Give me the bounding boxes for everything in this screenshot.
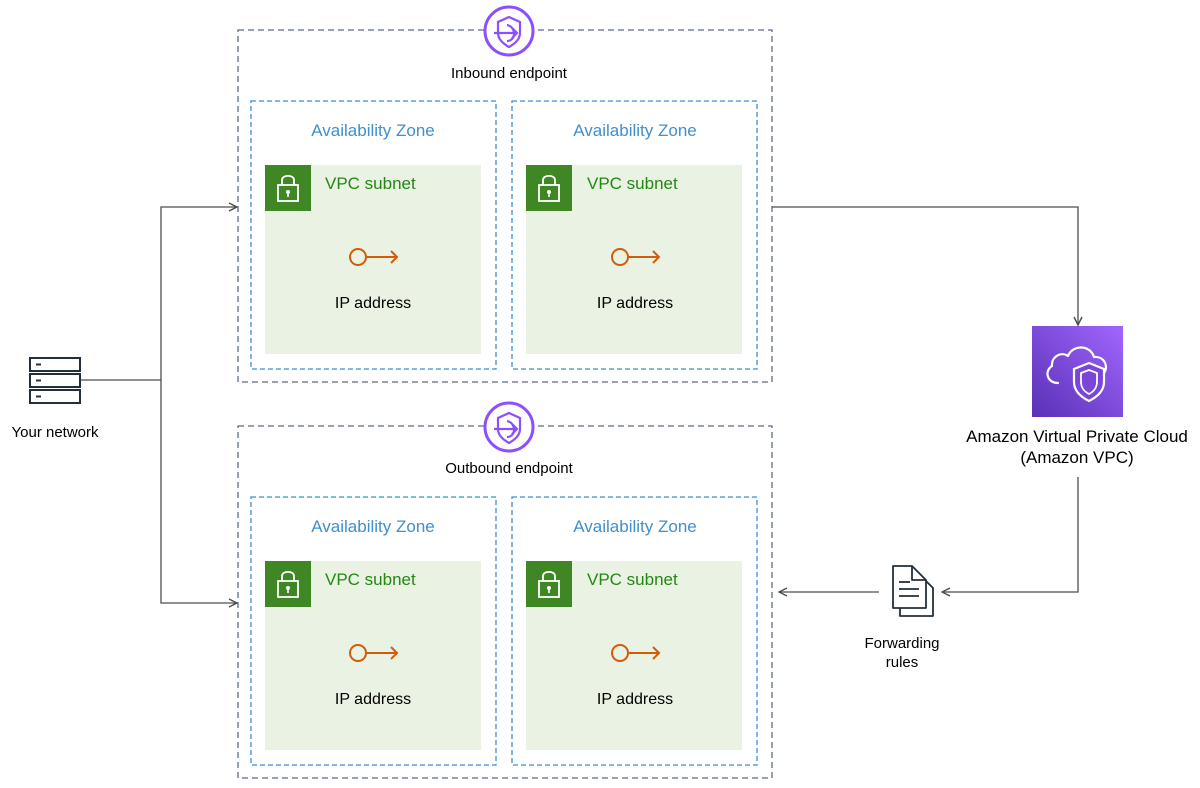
connector-network-to-inbound <box>160 207 237 380</box>
connector-network-to-outbound <box>160 380 237 603</box>
ip-address-icon <box>349 644 399 662</box>
server-icon <box>29 357 81 404</box>
your-network: Your network <box>12 357 99 441</box>
resolver-endpoint-icon <box>483 5 535 57</box>
ip-address-label: IP address <box>597 691 673 708</box>
vpc-subnet: VPC subnet IP address <box>265 561 481 750</box>
vpc-subnet: VPC subnet IP address <box>526 561 742 750</box>
vpc-subnet-label: VPC subnet <box>587 570 678 589</box>
outbound-endpoint-group: Outbound endpoint Availability Zone VPC … <box>237 401 773 779</box>
padlock-icon <box>265 561 311 607</box>
ip-address-label: IP address <box>335 691 411 708</box>
vpc-cloud-shield-icon <box>1032 326 1123 417</box>
connector-vpc-to-rules <box>942 477 1079 592</box>
ip-address-icon <box>349 248 399 266</box>
padlock-icon <box>526 561 572 607</box>
availability-zone-label: Availability Zone <box>311 121 434 140</box>
vpc-label-line-1: Amazon Virtual Private Cloud <box>966 427 1188 446</box>
vpc-label-line-2: (Amazon VPC) <box>1020 448 1133 467</box>
availability-zone-label: Availability Zone <box>311 517 434 536</box>
inbound-endpoint-boundary <box>237 29 773 383</box>
outbound-endpoint-label: Outbound endpoint <box>445 460 573 477</box>
ip-address-label: IP address <box>597 295 673 312</box>
connectors <box>80 207 1078 603</box>
outbound-endpoint-boundary <box>237 425 773 779</box>
ip-address-label: IP address <box>335 295 411 312</box>
connector-inbound-to-vpc <box>772 206 1078 325</box>
vpc-subnet-label: VPC subnet <box>587 174 678 193</box>
inbound-availability-zone-1: Availability Zone VPC subnet IP address <box>250 100 497 370</box>
ip-address-icon <box>611 644 661 662</box>
inbound-endpoint-group: Inbound endpoint Availability Zone VPC s… <box>237 5 773 383</box>
vpc-subnet-label: VPC subnet <box>325 570 416 589</box>
forwarding-rules-label-line-1: Forwarding <box>864 635 939 652</box>
vpc-subnet: VPC subnet IP address <box>526 165 742 354</box>
document-icon <box>892 565 934 617</box>
vpc-subnet-label: VPC subnet <box>325 174 416 193</box>
amazon-vpc: Amazon Virtual Private Cloud (Amazon VPC… <box>966 326 1188 467</box>
outbound-availability-zone-1: Availability Zone VPC subnet IP address <box>250 496 497 766</box>
outbound-availability-zone-2: Availability Zone VPC subnet IP address <box>511 496 758 766</box>
forwarding-rules-label-line-2: rules <box>886 654 919 671</box>
your-network-label: Your network <box>12 424 99 441</box>
resolver-endpoint-icon <box>483 401 535 453</box>
inbound-endpoint-label: Inbound endpoint <box>451 65 568 82</box>
availability-zone-label: Availability Zone <box>573 517 696 536</box>
padlock-icon <box>526 165 572 211</box>
availability-zone-label: Availability Zone <box>573 121 696 140</box>
vpc-subnet: VPC subnet IP address <box>265 165 481 354</box>
inbound-availability-zone-2: Availability Zone VPC subnet IP address <box>511 100 758 370</box>
padlock-icon <box>265 165 311 211</box>
forwarding-rules: Forwarding rules <box>864 565 940 671</box>
ip-address-icon <box>611 248 661 266</box>
